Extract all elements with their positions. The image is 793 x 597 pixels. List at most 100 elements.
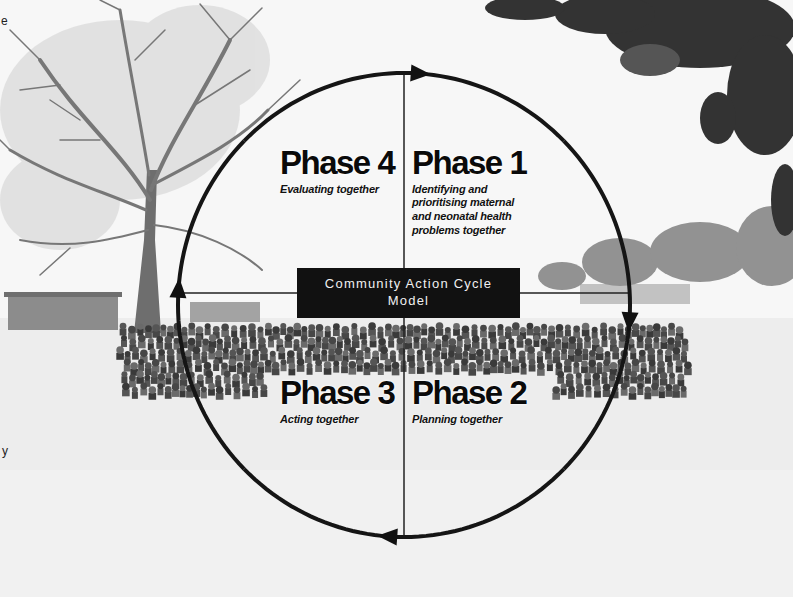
person-head [510,348,516,354]
person-body [512,329,520,336]
person [149,386,157,400]
person [121,335,127,347]
person [278,347,285,360]
person-head [208,347,215,354]
person-head [276,338,283,345]
twig [230,8,262,40]
person-head [441,347,447,353]
person-body [575,355,583,362]
person [561,383,567,395]
person-body [675,340,681,347]
person-head [483,362,490,369]
person-head [201,386,207,392]
person-head [610,339,617,346]
person-head [378,338,386,346]
person-head [215,350,223,358]
person-head [653,337,659,343]
person-head [632,323,640,331]
person-head [287,326,294,333]
person-head [215,375,221,381]
person-head [520,327,526,333]
person [527,346,535,360]
person [659,386,665,398]
person-body [510,353,516,360]
person-body [505,367,512,374]
person [357,360,363,372]
edge-fragment-text: y [2,444,8,458]
person-head [675,335,681,341]
person-head [297,347,303,353]
person-head [568,349,575,356]
person-head [181,327,187,333]
person [378,363,384,375]
person [629,386,637,400]
person-body [668,329,675,336]
branch [120,10,149,175]
person-head [360,327,367,334]
person-head [285,334,293,342]
person-head [596,362,602,368]
person-head [280,323,286,329]
person [582,348,588,360]
person-head [158,349,165,356]
person [168,361,175,374]
person [116,346,124,360]
person [442,335,449,348]
person-head [621,383,628,390]
person-head [385,359,392,366]
person [653,323,661,337]
person-head [630,347,636,353]
person [682,338,689,351]
person-head [268,335,274,341]
person-head [667,337,675,345]
person [260,384,267,397]
person-body [644,392,651,399]
person-head [390,350,396,356]
person-body [436,329,444,336]
person-body [498,366,504,373]
person-head [645,337,653,345]
twig [100,0,120,10]
person-body [186,391,193,398]
person-head [453,363,459,369]
person [425,348,432,361]
person-body [285,341,293,348]
person-head [168,361,175,368]
person-head [533,335,539,341]
person-head [357,360,363,366]
person-head [449,338,457,346]
person [370,358,378,372]
twig [0,140,10,150]
person-body [527,353,535,360]
person-body [435,344,441,351]
person-head [167,326,174,333]
person-head [405,336,413,344]
person-head [124,359,131,366]
person-head [140,383,147,390]
person-body [265,365,272,372]
person-body [124,364,131,371]
person-head [457,335,463,341]
person-body [477,364,483,371]
branch [154,225,262,270]
person-head [417,349,423,355]
person [552,386,560,400]
person-head [157,383,163,389]
person-head [659,386,665,392]
person-head [444,359,452,367]
person-head [293,339,299,345]
person [427,335,435,349]
person-head [361,339,367,345]
person-body [649,365,656,372]
person-head [213,326,220,333]
person-body [322,343,329,350]
twig [50,100,80,120]
person-body [630,376,637,383]
edge-fragment-text: e [1,14,8,28]
person-head [140,350,148,358]
person [568,386,575,399]
person [672,384,680,398]
person-head [596,346,604,354]
person [388,336,394,348]
person-head [196,335,202,341]
